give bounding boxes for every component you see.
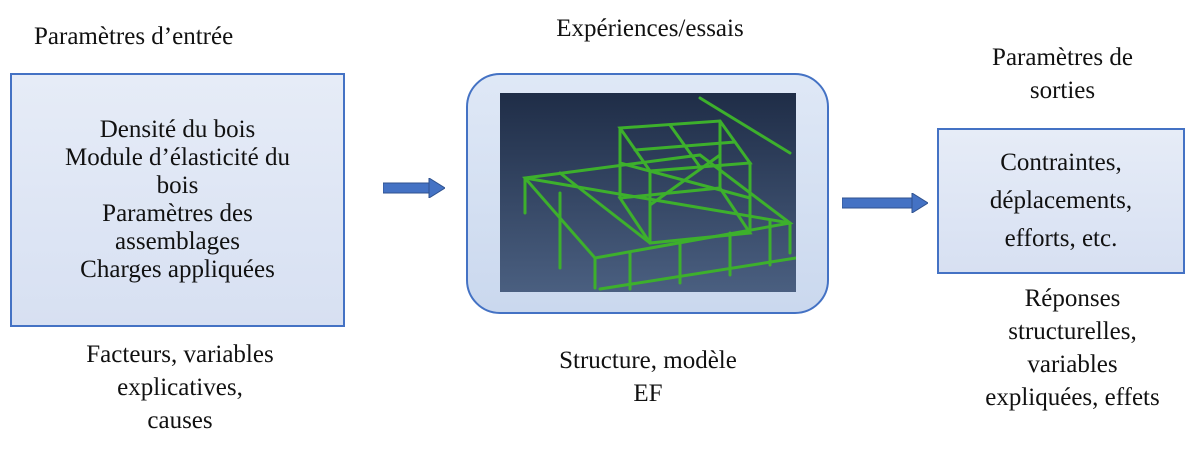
output-parameter-line: Contraintes, — [1000, 149, 1122, 176]
arrow-shaft — [842, 197, 915, 209]
output-caption-line: expliquées, effets — [985, 384, 1160, 411]
input-caption-line: causes — [147, 407, 213, 434]
frame-member — [598, 256, 796, 291]
output-parameter-line: déplacements, — [989, 187, 1133, 214]
frame-member — [668, 123, 702, 169]
arrow-shaft — [383, 182, 432, 194]
frame-member — [523, 176, 792, 225]
output-caption-line: Réponses — [1024, 285, 1121, 312]
frame-member — [698, 96, 792, 155]
arrow-right-icon — [842, 193, 928, 213]
input-parameter-line: assemblages — [115, 228, 240, 255]
model-caption-line: EF — [633, 380, 663, 407]
input-parameter-line: Paramètres des — [102, 200, 253, 227]
input-parameter-line: Charges appliquées — [80, 256, 275, 283]
output-caption-line: structurelles, — [1008, 318, 1137, 345]
input-parameters-box: Densité du bois Module d’élasticité du b… — [10, 73, 345, 327]
output-parameters-box: Contraintes, déplacements, efforts, etc. — [937, 128, 1185, 274]
output-title-line: sorties — [1029, 77, 1096, 104]
output-caption-line: variables — [1027, 351, 1118, 378]
fe-structure-model-image — [500, 93, 796, 292]
model-caption: Structure, modèle EF — [510, 344, 786, 410]
output-parameters-title: Paramètres de sorties — [950, 41, 1175, 107]
input-parameter-line: Densité du bois — [99, 116, 256, 143]
input-caption-line: explicatives, — [117, 374, 243, 401]
frame-member — [558, 171, 652, 245]
model-caption-line: Structure, modèle — [559, 347, 737, 374]
arrow-right-icon — [383, 178, 445, 198]
output-parameter-line: efforts, etc. — [1004, 225, 1118, 252]
experiments-title: Expériences/essais — [556, 15, 744, 42]
arrow-head — [911, 193, 928, 213]
input-parameter-line: bois — [156, 172, 199, 199]
frame-member — [648, 153, 722, 207]
input-parameters-title: Paramètres d’entrée — [34, 23, 234, 50]
upper-frame-bottom — [617, 186, 753, 245]
input-caption: Facteurs, variables explicatives, causes — [30, 338, 330, 437]
output-caption: Réponses structurelles, variables expliq… — [955, 282, 1190, 414]
input-parameter-line: Module d’élasticité du — [65, 144, 290, 171]
output-title-line: Paramètres de — [992, 44, 1133, 71]
input-caption-line: Facteurs, variables — [86, 341, 274, 368]
arrow-head — [428, 178, 445, 198]
